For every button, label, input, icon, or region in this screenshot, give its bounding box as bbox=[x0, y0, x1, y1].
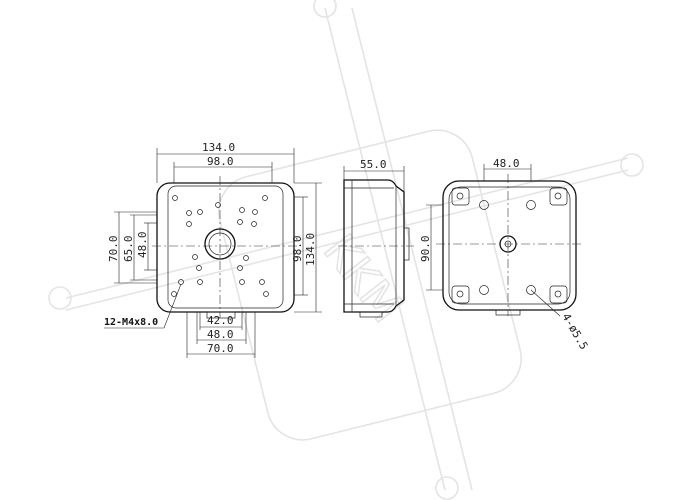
thread-callout: 12-M4x8.0 bbox=[104, 317, 158, 328]
dim-48-left: 48.0 bbox=[136, 232, 149, 259]
dim-48-bottom: 48.0 bbox=[207, 328, 234, 341]
dim-48-back: 48.0 bbox=[493, 157, 520, 170]
watermark-text: KKM bbox=[313, 225, 412, 332]
holes-callout: 4-ø5.5 bbox=[559, 311, 590, 352]
dim-42-bottom: 42.0 bbox=[207, 314, 234, 327]
dim-98-right: 98.0 bbox=[291, 236, 304, 263]
dim-90-back: 90.0 bbox=[419, 236, 432, 263]
dim-134-right: 134.0 bbox=[304, 233, 317, 266]
dim-65-left: 65.0 bbox=[122, 236, 135, 263]
dim-134-top: 134.0 bbox=[202, 141, 235, 154]
front-view: 134.0 98.0 70.0 65.0 48.0 98.0 134.0 42.… bbox=[104, 141, 322, 358]
dim-70-bottom: 70.0 bbox=[207, 342, 234, 355]
dim-98-top: 98.0 bbox=[207, 155, 234, 168]
dim-55-depth: 55.0 bbox=[360, 158, 387, 171]
dim-70-left: 70.0 bbox=[107, 236, 120, 263]
side-view: 55.0 bbox=[338, 158, 414, 318]
